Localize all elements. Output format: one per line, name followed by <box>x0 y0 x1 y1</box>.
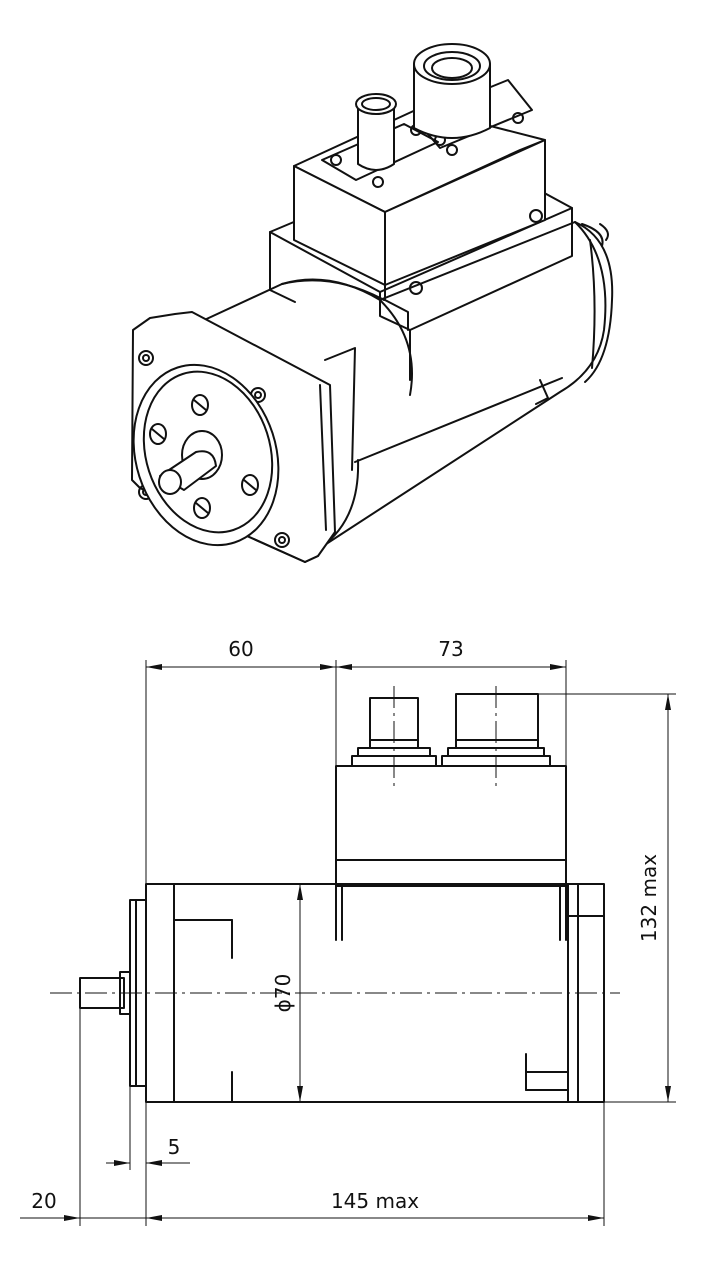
rear-end-cover <box>574 221 614 383</box>
dimension-132-max-label: 132 max <box>637 854 661 942</box>
dimension-145-max-label: 145 max <box>331 1189 419 1213</box>
dimension-73: 73 <box>336 637 567 766</box>
small-connector-side <box>351 686 437 790</box>
isometric-motor-view <box>131 43 614 563</box>
dimension-145-max: 145 max <box>146 1102 605 1226</box>
dimension-5: 5 <box>106 1086 190 1226</box>
small-connector <box>355 93 397 171</box>
dimension-diameter-70-label: ϕ70 <box>271 974 295 1013</box>
connector-box-side <box>335 765 567 941</box>
dimension-60: 60 <box>145 637 337 884</box>
dimension-132-max: 132 max <box>538 693 676 1103</box>
large-connector-side <box>441 686 551 790</box>
dimension-73-label: 73 <box>438 637 463 661</box>
dimension-5-label: 5 <box>168 1135 181 1159</box>
dimension-20-label: 20 <box>31 1189 56 1213</box>
large-connector <box>413 43 491 139</box>
dimension-20: 20 <box>20 1008 162 1226</box>
side-view-drawing: 60 73 132 max ϕ70 <box>20 637 676 1226</box>
connector-box-upper <box>293 79 546 331</box>
dimension-60-label: 60 <box>228 637 253 661</box>
dimension-diameter-70: ϕ70 <box>271 884 303 1102</box>
front-flange <box>131 311 336 563</box>
